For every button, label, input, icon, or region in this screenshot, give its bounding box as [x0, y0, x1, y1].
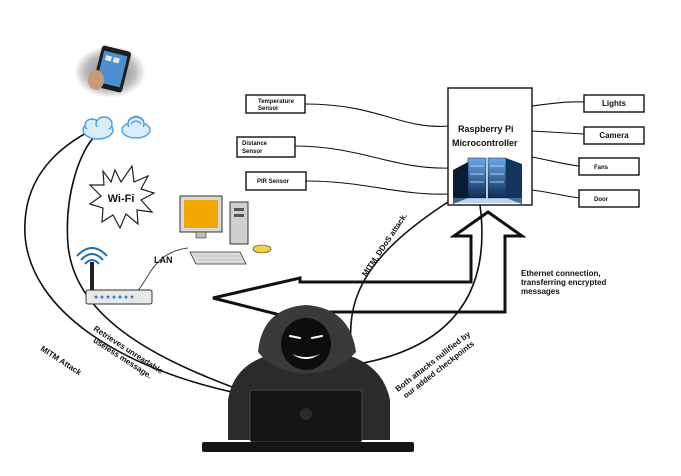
fans-label: Fans	[594, 165, 609, 171]
pir-sensor-box: PIR Sensor	[245, 171, 307, 191]
door-wire	[531, 189, 580, 199]
raspberry-pi-microcontroller: Raspberry Pi Microcontroller	[447, 87, 533, 206]
pir-wire	[305, 180, 451, 195]
distance-sensor-box: Distance Sensor	[236, 136, 296, 158]
nullified-line1: Both attacks nullified by	[394, 329, 473, 393]
temperature-label-2: Sensor	[258, 106, 279, 112]
door-label: Door	[594, 197, 609, 203]
fans-wire	[531, 156, 580, 167]
lan-label: LAN	[154, 255, 173, 265]
lights-wire	[531, 101, 585, 107]
pir-label: PIR Sensor	[257, 179, 290, 185]
mitm-ddos-label: MITM, DDoS attack.	[360, 212, 409, 279]
fans-box: Fans	[578, 157, 640, 176]
router-icon	[76, 247, 153, 305]
hacker-icon	[202, 305, 414, 452]
smartphone-icon	[74, 45, 146, 98]
door-box: Door	[578, 189, 640, 208]
ethernet-text: Ethernet connection, transferring encryp…	[521, 269, 606, 296]
controller-line2: Microcontroller	[452, 138, 518, 148]
distance-label-1: Distance	[242, 141, 268, 147]
nullified-text: Both attacks nullified by our added chec…	[394, 329, 477, 400]
retrieves-arc	[66, 134, 241, 391]
lights-box: Lights	[583, 94, 645, 113]
ethernet-line2: transferring encrypted	[521, 278, 606, 287]
temperature-sensor-box: Temperature Sensor	[245, 94, 306, 114]
lan-cable	[136, 247, 189, 293]
mitm-attack-label: MITM Attack	[39, 344, 84, 377]
ethernet-line1: Ethernet connection,	[521, 269, 601, 278]
desktop-computer-icon	[179, 195, 272, 265]
nullified-arc	[344, 204, 483, 367]
temperature-label-1: Temperature	[258, 99, 295, 105]
camera-wire	[531, 130, 585, 135]
controller-line1: Raspberry Pi	[458, 124, 514, 134]
server-rack-icon	[453, 157, 522, 204]
camera-box: Camera	[583, 126, 645, 145]
cloud-icon	[82, 115, 151, 140]
temperature-wire	[304, 103, 451, 127]
wifi-label: Wi-Fi	[108, 193, 135, 205]
camera-label: Camera	[599, 131, 629, 140]
wifi-burst-icon: Wi-Fi	[88, 164, 156, 230]
distance-label-2: Sensor	[242, 149, 263, 155]
distance-wire	[294, 145, 451, 169]
mitm-arc	[24, 131, 247, 396]
ethernet-line3: messages	[521, 287, 560, 296]
lights-label: Lights	[602, 99, 627, 108]
